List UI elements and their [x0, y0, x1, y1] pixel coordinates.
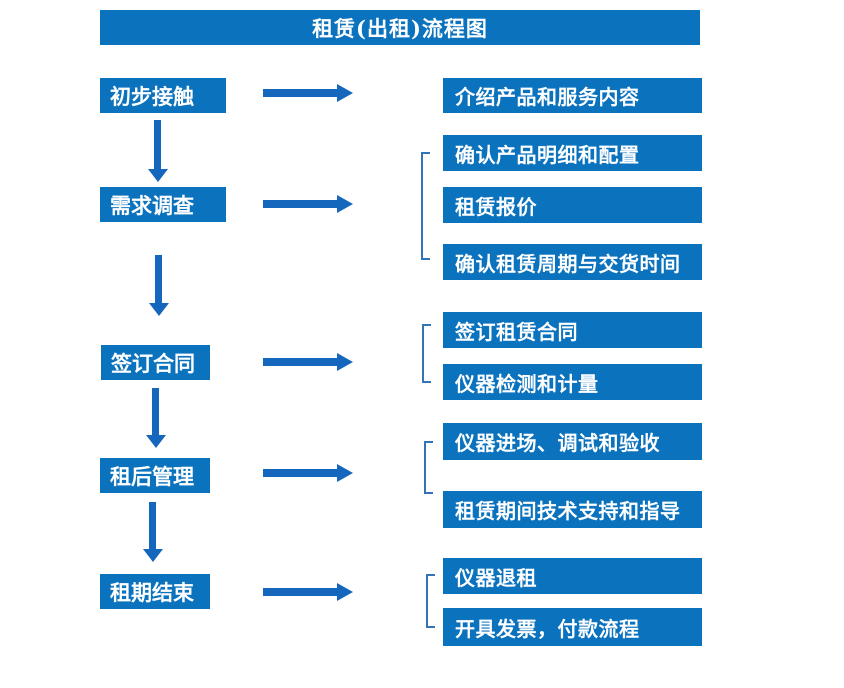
stage-box-sign-contract: 签订合同 [101, 345, 210, 380]
group-bracket-icon [426, 574, 435, 628]
detail-box-instrument-inspection: 仪器检测和计量 [443, 364, 702, 400]
group-bracket-icon [422, 324, 431, 383]
diagram-title: 租赁(出租)流程图 [100, 10, 700, 45]
detail-box-invoice-payment: 开具发票，付款流程 [443, 608, 702, 646]
detail-box-confirm-product-config: 确认产品明细和配置 [443, 135, 702, 171]
detail-box-technical-support: 租赁期间技术支持和指导 [443, 491, 702, 528]
detail-box-instrument-return: 仪器退租 [443, 558, 702, 594]
stage-box-initial-contact: 初步接触 [100, 78, 226, 113]
detail-box-rental-quote: 租赁报价 [443, 187, 702, 223]
stage-box-demand-survey: 需求调查 [100, 187, 226, 222]
detail-box-confirm-period-delivery: 确认租赁周期与交货时间 [443, 244, 702, 280]
group-bracket-icon [424, 441, 433, 494]
stage-box-rental-end: 租期结束 [100, 574, 210, 609]
group-bracket-icon [421, 152, 430, 260]
detail-box-instrument-setup-acceptance: 仪器进场、调试和验收 [443, 423, 702, 460]
detail-box-sign-rental-contract: 签订租赁合同 [443, 312, 702, 348]
detail-box-introduce-products: 介绍产品和服务内容 [443, 78, 702, 113]
stage-box-post-rental-management: 租后管理 [100, 458, 210, 493]
